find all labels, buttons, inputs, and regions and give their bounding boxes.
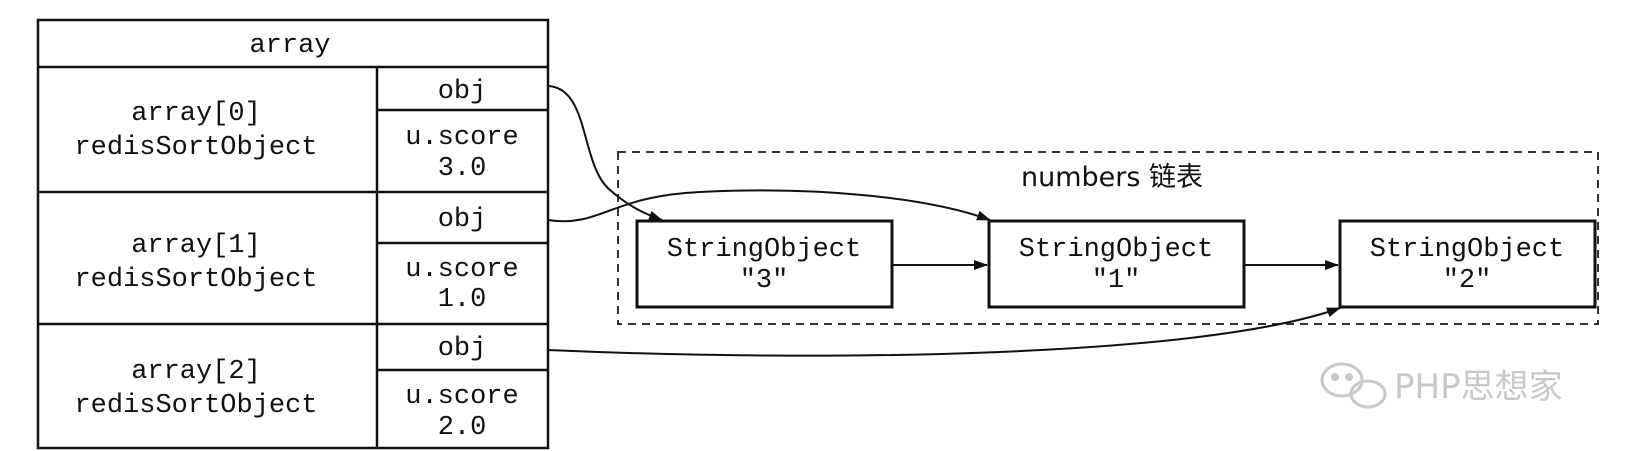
array-entry-2-obj: obj [438,334,487,364]
array-entry-1-name: array[1] [131,231,261,261]
list-node-1-value: "1" [1092,266,1141,296]
list-node-2-value: "2" [1443,266,1492,296]
linked-list-dashed-border [617,151,1599,325]
array-entry-2-score-label: u.score [405,382,518,412]
array-entry-1-obj: obj [438,205,487,235]
list-node-0-type: StringObject [667,235,861,265]
linked-list-title: numbers 链表 [1021,162,1203,193]
array-entry-0-obj: obj [438,77,487,107]
array-title: array [249,31,330,61]
obj-pointer-arrows [547,85,1341,357]
watermark-text: PHP思想家 [1394,367,1563,407]
array-entry-2-score-value: 2.0 [438,413,487,443]
array-entry-1-type: redisSortObject [74,265,317,295]
obj-pointer-1 [547,189,991,223]
array-table-border [36,18,550,450]
numbers-linked-list: numbers 链表 StringObject "3" StringObject… [617,151,1599,325]
watermark: PHP思想家 [1320,362,1563,409]
obj-pointer-2 [547,307,1341,357]
array-entry-0-score-value: 3.0 [438,154,487,184]
obj-pointer-0 [547,85,663,221]
chat-bubble-icon [1320,362,1387,409]
list-node-2 [1338,219,1597,309]
list-node-1-type: StringObject [1019,235,1213,265]
list-node-2-type: StringObject [1370,235,1564,265]
array-entry-0-type: redisSortObject [74,133,317,163]
array-entry-0-name: array[0] [131,99,261,129]
list-node-0 [635,219,894,309]
array-entry-2-name: array[2] [131,357,261,387]
array-table: array array[0] redisSortObject obj u.sco… [36,18,550,450]
array-entry-1-score-label: u.score [405,255,518,285]
array-entry-1-score-value: 1.0 [438,285,487,315]
list-node-0-value: "3" [740,266,789,296]
array-entry-0-score-label: u.score [405,123,518,153]
array-entry-2-type: redisSortObject [74,391,317,421]
